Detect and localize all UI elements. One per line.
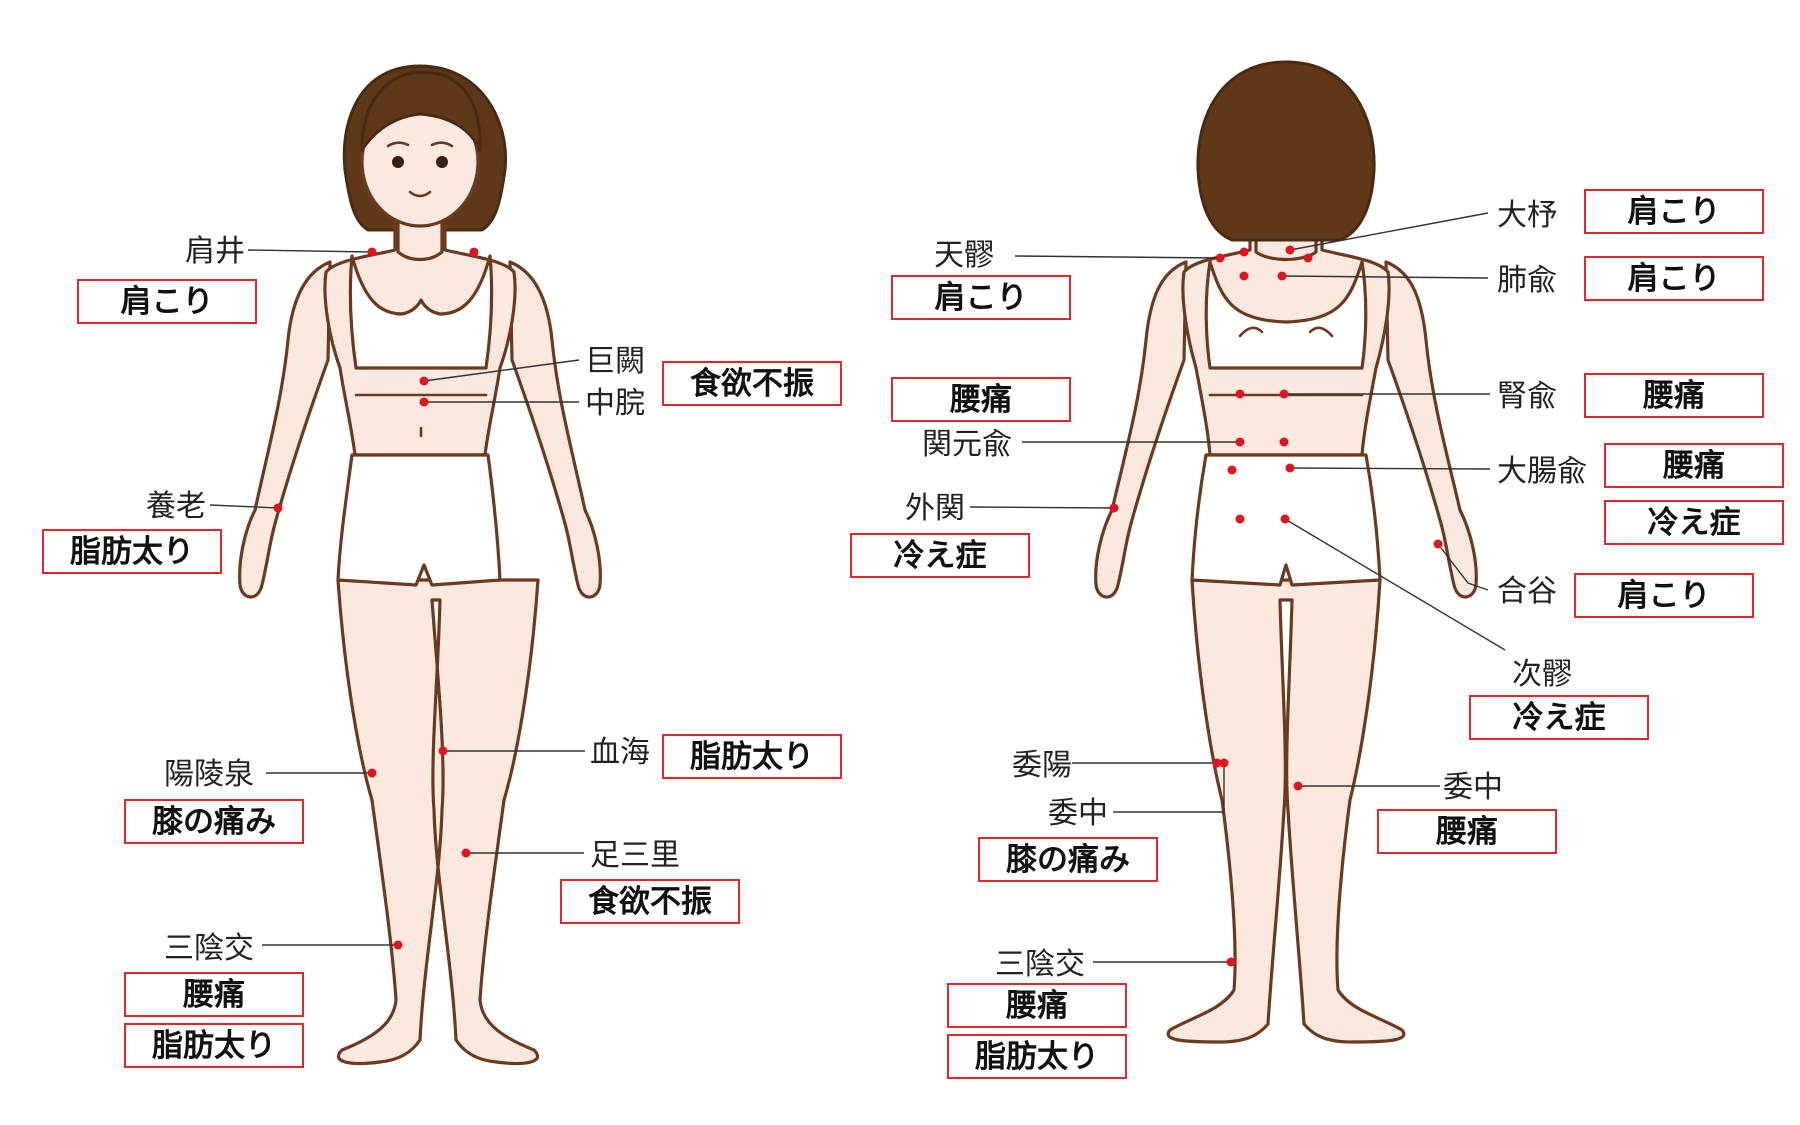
back-right-arm bbox=[1384, 260, 1478, 599]
point-label: 大杼 bbox=[1497, 198, 1557, 233]
condition-box bbox=[1584, 256, 1764, 301]
condition-box bbox=[662, 361, 842, 406]
point-label: 合谷 bbox=[1497, 574, 1557, 609]
condition-label: 脂肪太り bbox=[70, 534, 194, 570]
condition-box bbox=[124, 799, 304, 844]
condition-label: 脂肪太り bbox=[975, 1039, 1099, 1075]
condition-label: 冷え症 bbox=[1513, 700, 1606, 736]
back-labels: 天髎 肩こり 大杼 肩こり 肺兪 肩こり 腰痛 関元兪 腎兪 腰痛 大腸兪 腰痛… bbox=[850, 189, 1784, 1079]
condition-label: 食欲不振 bbox=[690, 366, 814, 402]
condition-box bbox=[1604, 443, 1784, 488]
back-top bbox=[1204, 260, 1368, 370]
condition-box bbox=[1604, 500, 1784, 545]
condition-label: 膝の痛み bbox=[152, 804, 276, 840]
back-shoulder-blade-left bbox=[1238, 326, 1264, 338]
front-bangs bbox=[360, 70, 482, 152]
point-label: 委中 bbox=[1443, 770, 1503, 805]
condition-label: 腰痛 bbox=[1663, 448, 1725, 484]
condition-box bbox=[1584, 189, 1764, 234]
condition-label: 肩こり bbox=[1628, 194, 1721, 230]
condition-box bbox=[124, 972, 304, 1017]
point-label: 三陰交 bbox=[164, 931, 254, 966]
front-left-eye bbox=[392, 156, 404, 168]
point-label: 外関 bbox=[905, 491, 965, 526]
leader-lines bbox=[209, 212, 1506, 963]
condition-label: 冷え症 bbox=[1648, 505, 1741, 541]
condition-label: 食欲不振 bbox=[588, 884, 712, 920]
point-label: 巨闕 bbox=[585, 344, 645, 379]
condition-label: 腰痛 bbox=[1436, 814, 1498, 850]
point-label: 肺兪 bbox=[1497, 263, 1557, 298]
back-shoulder-blade-right bbox=[1308, 326, 1334, 338]
condition-box bbox=[978, 837, 1158, 882]
point-label: 次髎 bbox=[1512, 657, 1572, 692]
condition-box bbox=[77, 279, 257, 324]
front-labels: 肩井 肩こり 巨闕 食欲不振 中脘 養老 脂肪太り 陽陵泉 膝の痛み 血海 脂肪… bbox=[42, 234, 842, 1068]
front-top bbox=[348, 254, 494, 370]
front-right-arm bbox=[508, 260, 602, 599]
condition-box bbox=[1469, 695, 1649, 740]
condition-box bbox=[891, 377, 1071, 422]
point-label: 陽陵泉 bbox=[164, 757, 254, 792]
condition-label: 冷え症 bbox=[894, 538, 987, 574]
condition-box bbox=[1377, 809, 1557, 854]
condition-label: 腰痛 bbox=[1643, 378, 1705, 414]
point-label: 三陰交 bbox=[995, 947, 1085, 982]
condition-box bbox=[947, 983, 1127, 1028]
front-left-eyebrow bbox=[386, 141, 410, 148]
condition-box bbox=[124, 1023, 304, 1068]
point-label: 委陽 bbox=[1012, 748, 1072, 783]
point-label: 腎兪 bbox=[1497, 379, 1557, 414]
condition-label: 腰痛 bbox=[950, 382, 1012, 418]
front-left-arm bbox=[238, 260, 332, 599]
point-label: 大腸兪 bbox=[1497, 454, 1587, 489]
condition-label: 肩こり bbox=[935, 280, 1028, 316]
point-label: 中脘 bbox=[585, 386, 645, 421]
acupoint-markers bbox=[273, 245, 1443, 967]
condition-label: 脂肪太り bbox=[690, 739, 814, 775]
point-label: 足三里 bbox=[590, 838, 680, 873]
point-label: 天髎 bbox=[934, 238, 994, 273]
condition-box bbox=[891, 275, 1071, 320]
back-legs bbox=[1166, 578, 1406, 1044]
front-shorts bbox=[336, 453, 502, 587]
point-label: 肩井 bbox=[185, 234, 245, 269]
condition-label: 腰痛 bbox=[183, 977, 245, 1013]
front-figure bbox=[238, 64, 602, 1066]
point-label: 血海 bbox=[590, 735, 650, 770]
condition-box bbox=[947, 1034, 1127, 1079]
condition-box bbox=[560, 879, 740, 924]
condition-box bbox=[42, 529, 222, 574]
condition-box bbox=[1574, 573, 1754, 618]
condition-label: 肩こり bbox=[1628, 261, 1721, 297]
front-mouth bbox=[408, 190, 432, 198]
back-left-arm bbox=[1094, 260, 1188, 599]
condition-box bbox=[850, 533, 1030, 578]
condition-label: 肩こり bbox=[1618, 578, 1711, 614]
condition-box bbox=[662, 734, 842, 779]
front-legs bbox=[336, 578, 540, 1066]
condition-label: 肩こり bbox=[121, 284, 214, 320]
back-hair bbox=[1196, 60, 1376, 242]
condition-label: 腰痛 bbox=[1006, 988, 1068, 1024]
point-label: 養老 bbox=[146, 489, 206, 524]
point-label: 関元兪 bbox=[922, 427, 1012, 462]
front-right-eye bbox=[436, 156, 448, 168]
condition-label: 脂肪太り bbox=[152, 1028, 276, 1064]
front-right-eyebrow bbox=[430, 141, 454, 148]
condition-label: 膝の痛み bbox=[1006, 842, 1130, 878]
point-label: 委中 bbox=[1048, 796, 1108, 831]
back-figure bbox=[1094, 60, 1478, 1044]
condition-box bbox=[1584, 373, 1764, 418]
